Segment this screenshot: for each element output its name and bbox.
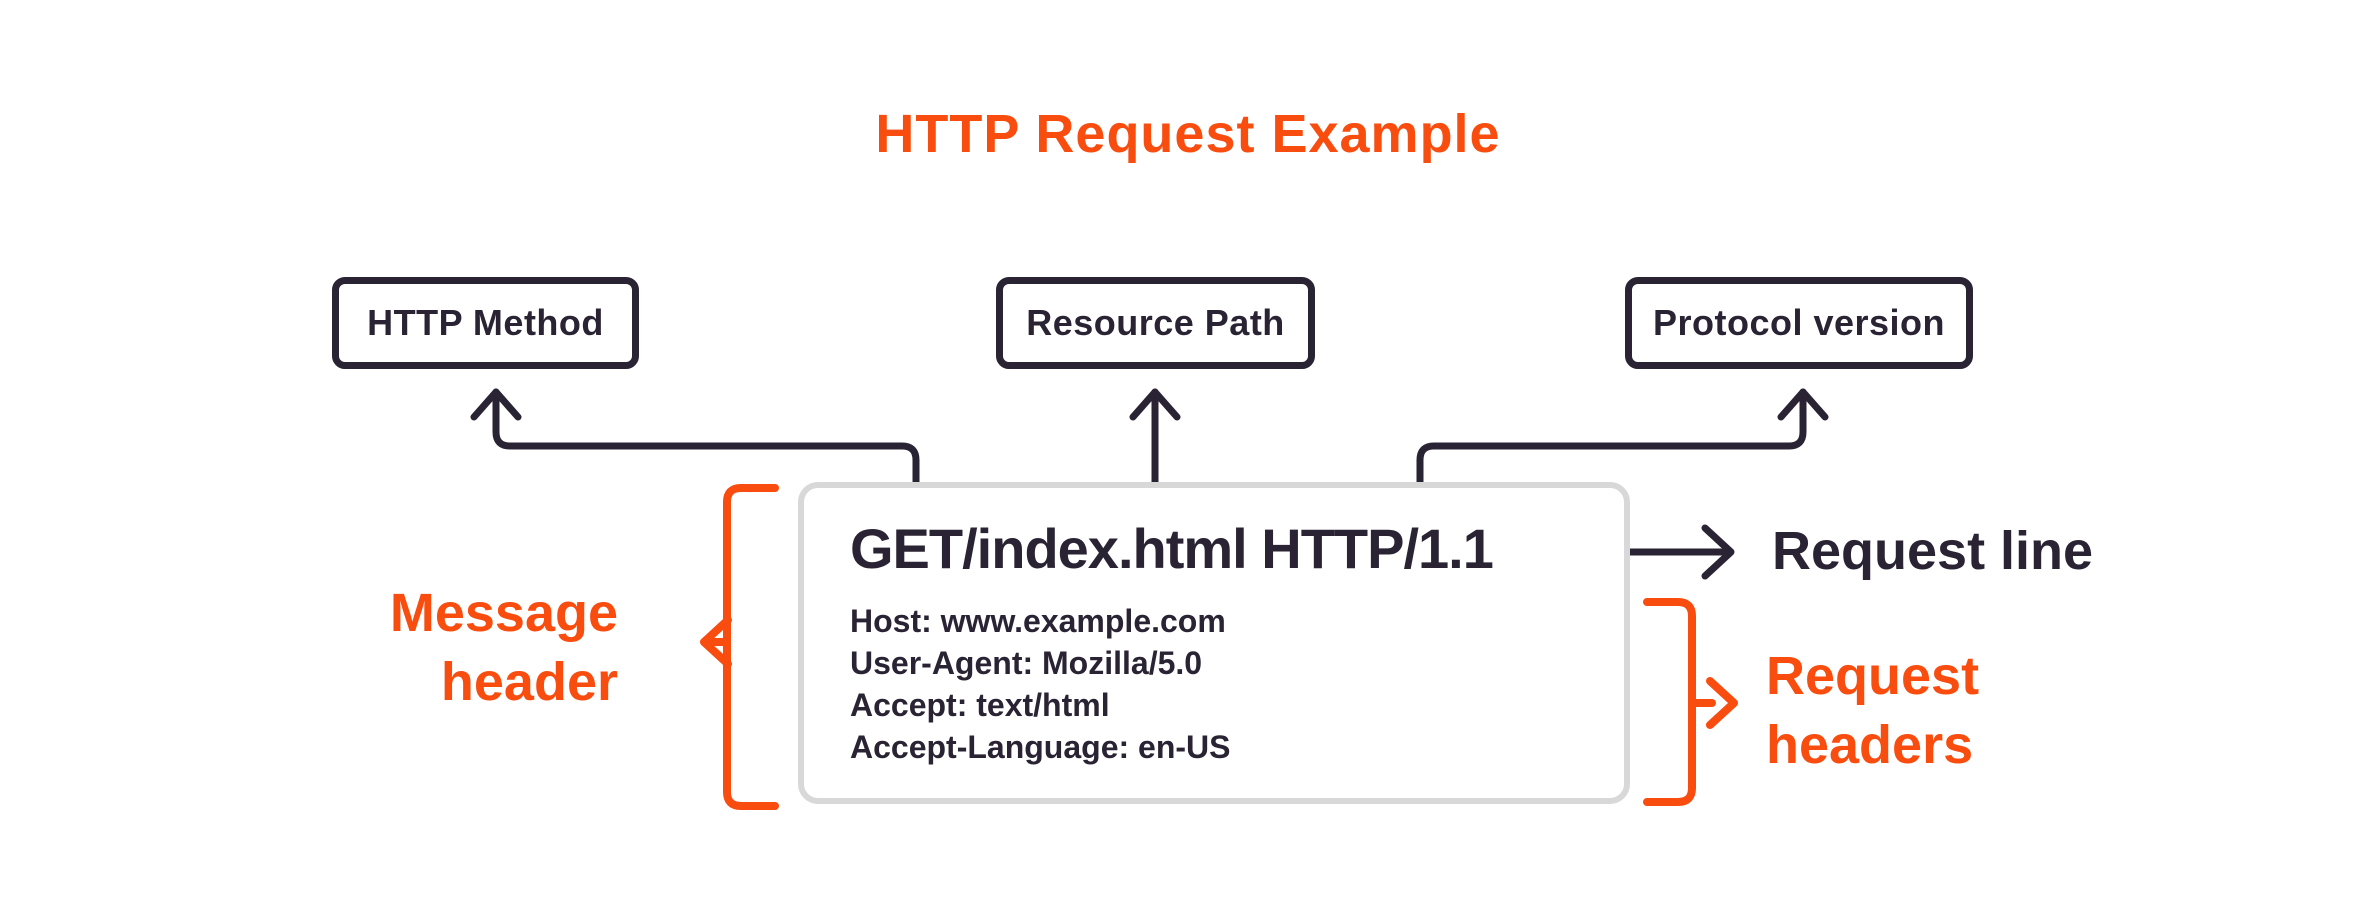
header-line-accept-language: Accept-Language: en-US — [850, 729, 1231, 765]
resource-path-label: Resource Path — [1026, 302, 1285, 343]
message-header-annotation: Message header — [389, 583, 618, 712]
request-line-annotation: Request line — [1772, 521, 2094, 581]
request-headers-annotation: Request headers — [1766, 646, 1980, 775]
protocol-version-box: Protocol version — [1625, 277, 1973, 369]
header-line-host: Host: www.example.com — [850, 603, 1226, 639]
header-line-user-agent: User-Agent: Mozilla/5.0 — [850, 645, 1203, 681]
http-method-label: HTTP Method — [367, 302, 604, 343]
protocol-version-label: Protocol version — [1652, 302, 1946, 343]
page-title: HTTP Request Example — [875, 104, 1501, 164]
header-line-accept: Accept: text/html — [850, 687, 1110, 723]
http-method-box: HTTP Method — [332, 277, 639, 369]
request-line-text: GET/index.html HTTP/1.1 — [850, 517, 1494, 580]
http-request-message-box: GET/index.html HTTP/1.1 Host: www.exampl… — [798, 482, 1630, 804]
request-headers-bracket-icon — [1643, 598, 1738, 806]
request-headers-list: Host: www.example.com User-Agent: Mozill… — [850, 600, 1230, 768]
message-header-bracket-icon — [700, 484, 779, 810]
resource-path-box: Resource Path — [996, 277, 1315, 369]
